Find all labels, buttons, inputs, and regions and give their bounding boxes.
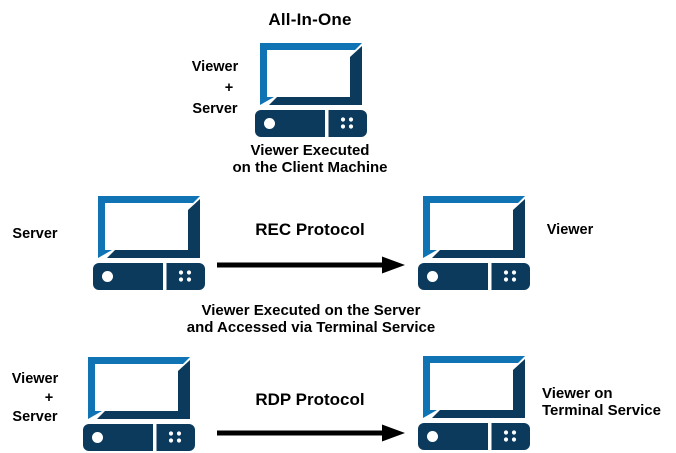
label-line-plus: +: [44, 390, 54, 406]
port-dot: [511, 277, 517, 282]
monitor-frame-front: [260, 43, 362, 105]
base-unit: [93, 263, 205, 290]
power-button: [102, 271, 113, 282]
base-divider: [163, 263, 167, 290]
base-divider: [488, 423, 492, 450]
monitor-frame-front: [88, 357, 190, 419]
port-dot: [348, 117, 354, 122]
desktop-computer-icon: [418, 356, 530, 450]
desktop-computer-icon: [418, 196, 530, 290]
port-dot: [186, 270, 192, 275]
label-rdp-protocol: RDP Protocol: [255, 390, 365, 409]
base-unit: [418, 423, 530, 450]
caption-line: Viewer Executed on the Server: [201, 302, 421, 319]
desktop-computer-icon: [83, 357, 195, 451]
section-title-all-in-one: All-In-One: [268, 10, 352, 29]
port-dot: [168, 431, 174, 436]
right-arrow-icon: [217, 424, 405, 442]
desktop-computer-icon: [93, 196, 205, 290]
base-divider: [153, 424, 157, 451]
label-line: Terminal Service: [542, 402, 661, 419]
monitor-frame-side: [107, 199, 200, 258]
port-dot: [176, 431, 182, 436]
monitor-frame-side: [432, 199, 525, 258]
arrow-head: [382, 256, 405, 274]
base-divider: [325, 110, 329, 137]
port-dot: [168, 438, 174, 443]
caption-line: Viewer Executed: [250, 142, 370, 159]
computer-icon-rdp-terminal: [418, 356, 530, 451]
arrow-rec-protocol: [215, 255, 405, 275]
computer-icon-rec-server: [93, 196, 205, 291]
base-unit: [83, 424, 195, 451]
monitor-frame-front: [98, 196, 200, 258]
label-line-viewer: Viewer: [191, 59, 239, 75]
label-line-plus: +: [224, 80, 234, 96]
computer-icon-rdp-viewer-server: [83, 357, 195, 452]
monitor-frame-front: [423, 196, 525, 258]
computer-icon-all-in-one: [255, 43, 367, 138]
label-rec-protocol: REC Protocol: [255, 220, 365, 239]
monitor-frame-side: [97, 360, 190, 419]
monitor-frame-side: [432, 359, 525, 418]
port-dot: [186, 277, 192, 282]
port-dot: [340, 117, 346, 122]
port-dot: [511, 437, 517, 442]
base-unit: [255, 110, 367, 137]
base-unit: [418, 263, 530, 290]
monitor-frame-front: [423, 356, 525, 418]
caption-line: on the Client Machine: [232, 158, 388, 176]
label-viewer-plus-server-top: Viewer + Server: [180, 57, 250, 120]
port-dot: [503, 430, 509, 435]
port-dot: [511, 270, 517, 275]
port-dot: [178, 277, 184, 282]
label-viewer-plus-server-bottom: Viewer + Server: [0, 370, 70, 427]
port-dot: [503, 270, 509, 275]
label-line-server: Server: [192, 101, 238, 117]
label-viewer-on-terminal-service: Viewer on Terminal Service: [542, 385, 676, 419]
port-dot: [503, 437, 509, 442]
label-line-viewer: Viewer: [11, 371, 59, 387]
caption-rec: Viewer Executed on the Server and Access…: [181, 302, 441, 336]
power-button: [427, 431, 438, 442]
port-dot: [511, 430, 517, 435]
power-button: [92, 432, 103, 443]
port-dot: [340, 124, 346, 129]
right-arrow-icon: [217, 256, 405, 274]
computer-icon-rec-viewer: [418, 196, 530, 291]
label-server: Server: [12, 226, 58, 242]
label-line-server: Server: [12, 409, 58, 425]
arrow-rdp-protocol: [215, 423, 405, 443]
power-button: [427, 271, 438, 282]
port-dot: [178, 270, 184, 275]
power-button: [264, 118, 275, 129]
monitor-frame-side: [269, 46, 362, 105]
caption-line: and Accessed via Terminal Service: [186, 318, 436, 336]
base-divider: [488, 263, 492, 290]
desktop-computer-icon: [255, 43, 367, 137]
port-dot: [503, 277, 509, 282]
caption-all-in-one: Viewer Executed on the Client Machine: [210, 142, 410, 176]
label-viewer: Viewer: [546, 222, 594, 238]
arrow-head: [382, 424, 405, 442]
label-line: Viewer on: [542, 385, 613, 402]
port-dot: [176, 438, 182, 443]
port-dot: [348, 124, 354, 129]
